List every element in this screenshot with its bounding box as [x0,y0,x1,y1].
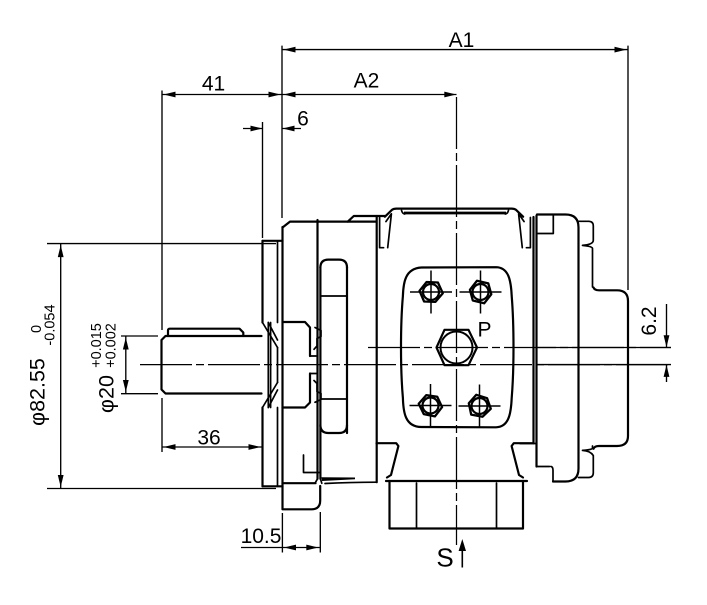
svg-text:+0.015: +0.015 [89,323,105,368]
svg-text:A1: A1 [449,29,475,52]
svg-text:10.5: 10.5 [241,525,282,548]
svg-text:A2: A2 [354,70,380,93]
svg-text:φ20: φ20 [95,375,119,413]
svg-text:+0.002: +0.002 [104,323,120,368]
svg-text:P: P [478,319,492,342]
svg-text:φ82.55: φ82.55 [26,358,50,426]
svg-text:36: 36 [197,427,220,450]
svg-text:6: 6 [297,108,309,131]
svg-text:-0.054: -0.054 [43,304,59,345]
svg-text:6.2: 6.2 [638,306,661,335]
svg-text:0: 0 [29,325,45,333]
svg-text:S: S [436,543,453,573]
svg-text:41: 41 [202,72,225,95]
